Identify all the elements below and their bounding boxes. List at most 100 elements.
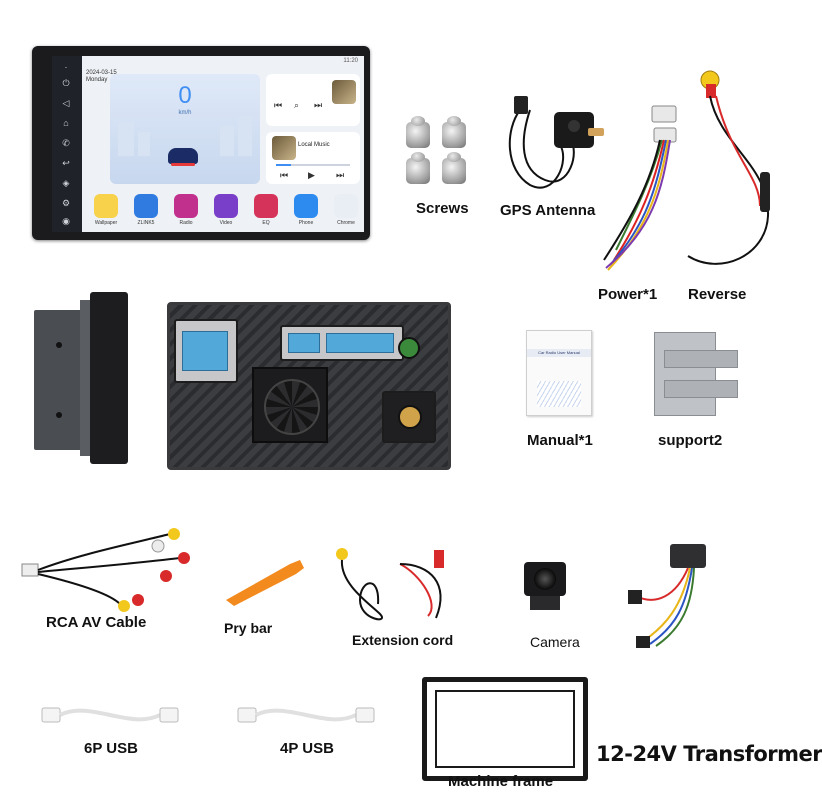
power-harness-image xyxy=(603,105,677,271)
label-usb-4p: 4P USB xyxy=(280,740,334,757)
camera-image xyxy=(520,558,570,614)
app-video[interactable]: Video xyxy=(206,194,246,226)
building-graphic xyxy=(138,132,150,156)
head-unit-screen: · ⏻ ◁ ⌂ ✆ ↩ ◈ ⚙ ◉ 11:20 2024-03-15 Monda… xyxy=(52,56,364,232)
car-graphic xyxy=(168,148,198,166)
cooling-fan xyxy=(252,367,328,443)
bracket-slot xyxy=(664,380,738,398)
previous-icon[interactable]: ⏮ xyxy=(280,170,289,180)
play-icon[interactable]: ▶ xyxy=(308,170,315,180)
app-radio[interactable]: Radio xyxy=(166,194,206,226)
head-unit-back-view xyxy=(167,302,451,470)
chrome-icon xyxy=(334,194,358,218)
label-transformer: 12-24V Transformer xyxy=(596,742,822,766)
reverse-cable-image xyxy=(687,70,770,265)
app-wallpaper[interactable]: Wallpaper xyxy=(86,194,126,226)
date-text: 2024-03-15 xyxy=(86,70,117,76)
label-reverse: Reverse xyxy=(688,286,747,303)
antenna-port xyxy=(398,405,422,429)
app-eq[interactable]: EQ xyxy=(246,194,286,226)
machine-frame-image xyxy=(422,677,588,781)
screw xyxy=(442,116,466,148)
search-icon[interactable]: ⌕ xyxy=(294,100,300,110)
building-graphic xyxy=(118,122,134,156)
screw xyxy=(406,152,430,184)
connector-plate xyxy=(174,319,238,383)
next-icon[interactable]: ⏭ xyxy=(336,170,345,180)
usb-6p-cable-image xyxy=(41,707,179,723)
head-unit-side-buttons: · ⏻ ◁ ⌂ ✆ ↩ ◈ ⚙ ◉ xyxy=(52,56,82,232)
phone-icon: ✆ xyxy=(62,138,70,148)
date-display: 2024-03-15 Monday xyxy=(86,70,117,84)
status-bar: 11:20 xyxy=(82,56,364,68)
speed-unit: km/h xyxy=(178,110,192,116)
app-label: Phone xyxy=(298,220,314,226)
app-chrome[interactable]: Chrome xyxy=(326,194,366,226)
label-camera: Camera xyxy=(530,634,580,650)
radio-icon xyxy=(174,194,198,218)
mount-hole xyxy=(56,412,62,418)
transformer-module xyxy=(670,544,706,568)
rca-connector xyxy=(326,333,394,353)
support-brackets-image xyxy=(650,330,740,420)
back-icon: ↩ xyxy=(62,158,70,168)
settings-icon: ⚙ xyxy=(61,198,71,208)
rca-av-cable-image xyxy=(21,528,190,612)
status-time: 11:20 xyxy=(343,58,358,64)
label-rca-av-cable: RCA AV Cable xyxy=(46,614,147,631)
voice-icon: ◉ xyxy=(62,216,70,226)
antenna-port-plate xyxy=(382,391,436,443)
label-pry-bar: Pry bar xyxy=(224,620,273,636)
connector-plate xyxy=(280,325,404,361)
app-phone[interactable]: Phone xyxy=(286,194,326,226)
mount-hole xyxy=(56,342,62,348)
music-card: Local Music ⏮ ▶ ⏭ xyxy=(266,132,360,184)
app-label: EQ xyxy=(262,220,270,226)
label-machine-frame: Machine frame xyxy=(448,773,554,790)
nav-icon: ◈ xyxy=(62,178,70,188)
side-chassis xyxy=(34,310,86,450)
phone-icon xyxy=(294,194,318,218)
app-zlink5[interactable]: ZLINK5 xyxy=(126,194,166,226)
speedometer-card: 0 km/h xyxy=(110,74,260,184)
camera-lens xyxy=(534,568,556,590)
zlink5-icon xyxy=(134,194,158,218)
music-thumbnail xyxy=(272,136,296,160)
previous-icon[interactable]: ⏮ xyxy=(274,100,283,110)
wallpaper-icon xyxy=(94,194,118,218)
label-screws: Screws xyxy=(416,200,469,217)
camera-mount xyxy=(530,596,560,610)
next-icon[interactable]: ⏭ xyxy=(314,100,323,110)
user-manual-image: Car Radio User Manual xyxy=(526,330,592,416)
label-power: Power*1 xyxy=(598,286,658,303)
screws-image xyxy=(398,112,478,188)
building-graphic xyxy=(238,116,252,156)
label-support: support2 xyxy=(658,432,723,449)
power-icon: ⏻ xyxy=(62,78,70,88)
label-gps-antenna: GPS Antenna xyxy=(500,202,596,219)
album-thumbnail xyxy=(332,80,356,104)
aux-connector xyxy=(288,333,320,353)
bracket xyxy=(654,332,716,416)
app-label: Video xyxy=(219,220,233,226)
side-front-panel xyxy=(90,292,128,464)
power-connector xyxy=(182,331,228,371)
mic-label-icon: · xyxy=(64,62,68,72)
screw xyxy=(442,152,466,184)
music-progress-bar[interactable] xyxy=(276,164,350,166)
head-unit-side-view xyxy=(30,292,130,464)
usb-4p-cable-image xyxy=(237,707,375,723)
extension-cord-image xyxy=(336,548,444,621)
gps-antenna-image xyxy=(508,96,604,189)
eq-icon xyxy=(254,194,278,218)
app-label: Radio xyxy=(179,220,193,226)
volume-icon: ◁ xyxy=(62,98,70,108)
music-title: Local Music xyxy=(298,142,330,148)
label-manual: Manual*1 xyxy=(527,432,593,449)
app-label: ZLINK5 xyxy=(137,220,155,226)
head-unit-front: · ⏻ ◁ ⌂ ✆ ↩ ◈ ⚙ ◉ 11:20 2024-03-15 Monda… xyxy=(32,46,370,240)
speed-value: 0 xyxy=(178,82,192,109)
transformer-harness-image xyxy=(628,567,695,648)
bracket-slot xyxy=(664,350,738,368)
label-extension-cord: Extension cord xyxy=(352,632,454,648)
